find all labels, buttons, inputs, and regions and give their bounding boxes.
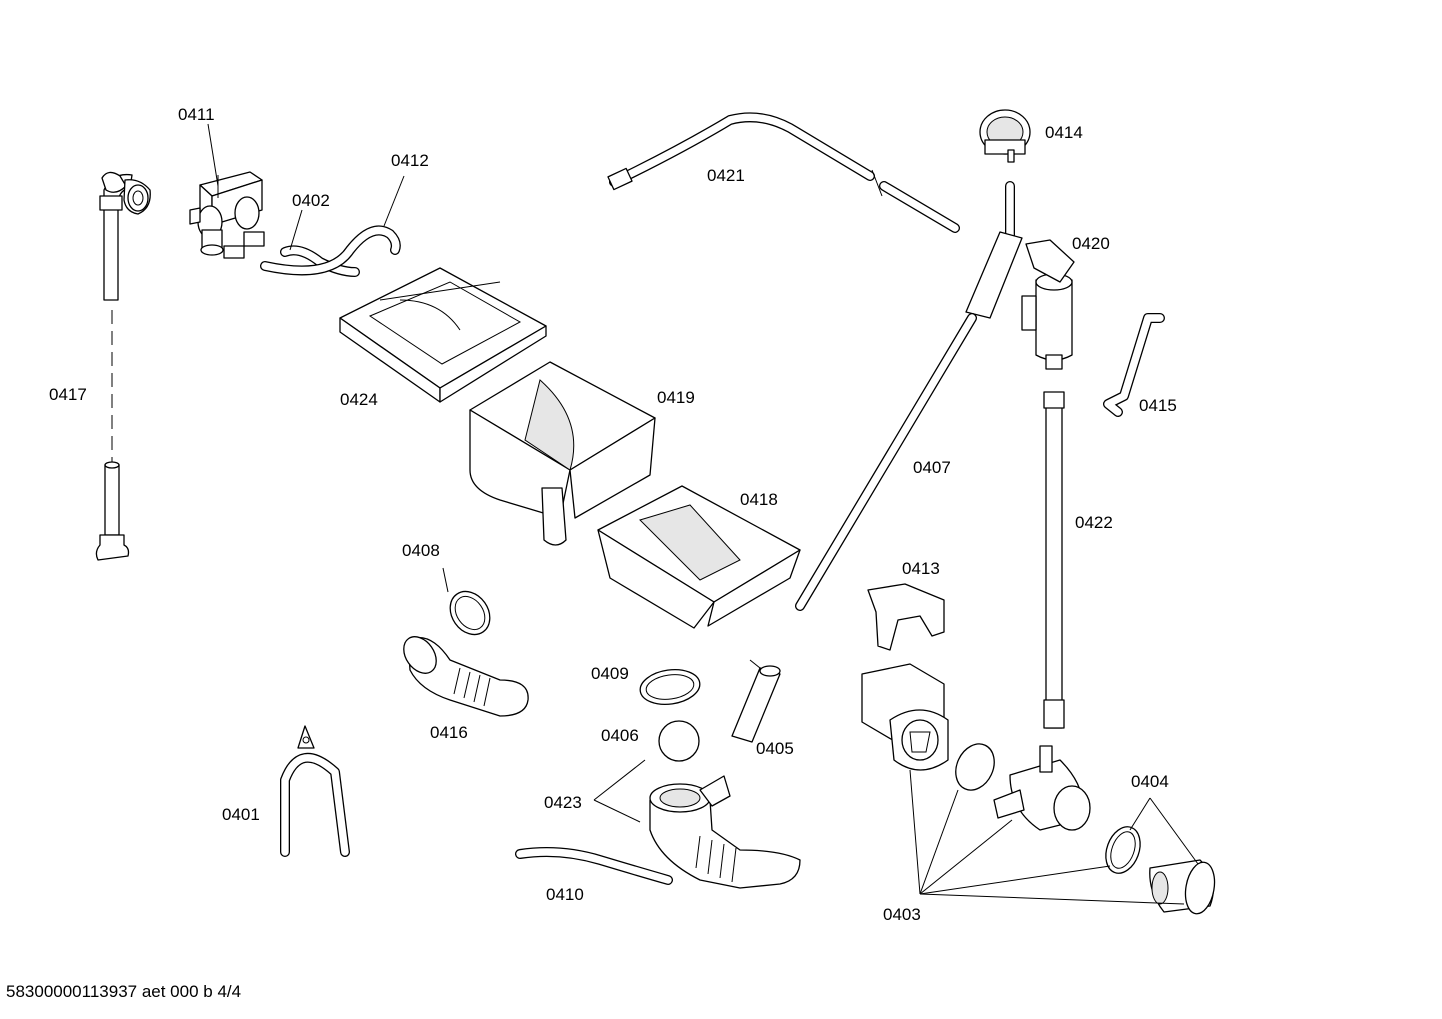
part-0412-hose (260, 225, 401, 276)
label-0415: 0415 (1139, 396, 1177, 415)
label-0424: 0424 (340, 390, 378, 409)
label-0406: 0406 (601, 726, 639, 745)
part-0408-seal-ring (449, 590, 491, 636)
part-0411-water-valve (189, 171, 265, 259)
label-0403: 0403 (883, 905, 921, 924)
part-0404-filter (1105, 826, 1216, 915)
part-0414-pressure-switch (979, 109, 1031, 163)
part-0405-sensor (731, 659, 781, 743)
part-0421-hose (607, 112, 960, 233)
part-0401-hose-bracket (280, 725, 350, 857)
label-0411: 0411 (178, 105, 215, 124)
part-0413-bracket (867, 583, 945, 651)
label-0412: 0412 (391, 151, 429, 170)
label-0413: 0413 (902, 559, 940, 578)
part-0420-air-trap (1021, 239, 1075, 370)
part-0422-hose (1043, 391, 1065, 729)
label-0407: 0407 (913, 458, 951, 477)
leader-lines (207, 123, 1199, 905)
part-0406-ball (658, 720, 700, 762)
part-0409-seal-ring (639, 669, 701, 705)
label-0402: 0402 (292, 191, 330, 210)
part-0417-hose (95, 171, 151, 561)
label-0401: 0401 (222, 805, 260, 824)
label-0405: 0405 (756, 739, 794, 758)
part-0418-dispenser-drawer (597, 485, 801, 629)
part-0424-frame (339, 267, 547, 403)
label-0410: 0410 (546, 885, 584, 904)
part-0423-sump-hose (649, 775, 801, 889)
label-0404: 0404 (1131, 772, 1169, 791)
label-0419: 0419 (657, 388, 695, 407)
label-0416: 0416 (430, 723, 468, 742)
part-0402-hose (280, 245, 360, 277)
label-0417: 0417 (49, 385, 87, 404)
part-0415-rod (1103, 313, 1165, 417)
label-0423: 0423 (544, 793, 582, 812)
part-0407-tube (795, 181, 1023, 611)
label-0418: 0418 (740, 490, 778, 509)
part-0403-drain-pump (861, 663, 1091, 831)
label-0409: 0409 (591, 664, 629, 683)
label-0421: 0421 (707, 166, 745, 185)
part-0416-bellows-hose (403, 636, 529, 717)
label-0414: 0414 (1045, 123, 1083, 142)
label-0422: 0422 (1075, 513, 1113, 532)
label-0408: 0408 (402, 541, 440, 560)
part-0410-hose (515, 847, 673, 885)
part-0419-dispenser-housing (469, 361, 656, 546)
label-0420: 0420 (1072, 234, 1110, 253)
document-footer-code: 58300000113937 aet 000 b 4/4 (6, 982, 242, 1001)
